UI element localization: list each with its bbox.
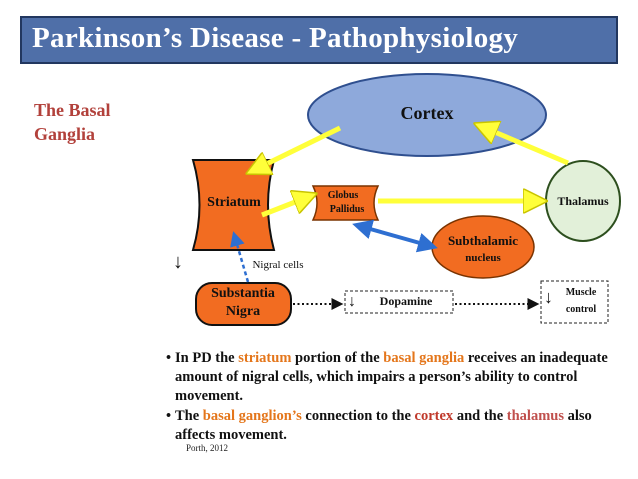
muscle-label-1: Muscle xyxy=(565,287,597,298)
thalamus-label: Thalamus xyxy=(557,194,609,208)
nigral-cells-label: Nigral cells xyxy=(252,259,304,271)
bullet-item: •In PD the striatum portion of the basal… xyxy=(166,350,608,404)
decrease-arrow-icon: ↓ xyxy=(544,287,553,307)
bullet-list: •In PD the striatum portion of the basal… xyxy=(166,349,626,446)
decrease-arrow-icon: ↓ xyxy=(173,251,183,273)
slide-title: Parkinson’s Disease - Pathophysiology xyxy=(32,22,519,54)
substantia-nigra-node xyxy=(195,282,292,326)
globus-label-2: Pallidus xyxy=(329,204,365,215)
nigra-to-striatum-arrow xyxy=(230,231,250,283)
globus-subthalamic-arrow xyxy=(352,219,438,253)
muscle-control-box xyxy=(540,280,609,324)
decrease-arrow-icon: ↓ xyxy=(348,293,356,310)
substantia-label-2: Nigra xyxy=(225,304,261,319)
subthalamic-label-1: Subthalamic xyxy=(447,233,519,248)
cortex-label: Cortex xyxy=(400,103,454,123)
striatum-label: Striatum xyxy=(207,195,261,210)
globus-label-1: Globus xyxy=(327,190,359,201)
section-label: The Basal Ganglia xyxy=(34,100,111,144)
title-bar: Parkinson’s Disease - Pathophysiology xyxy=(20,16,618,64)
bullet-dot: • xyxy=(166,408,172,424)
substantia-label-1: Substantia xyxy=(211,286,275,301)
dopamine-label: Dopamine xyxy=(379,294,433,308)
bullet-dot: • xyxy=(166,350,172,366)
cortex-to-striatum-arrow xyxy=(250,125,342,172)
bullet-item: •The basal ganglion’s connection to the … xyxy=(166,408,592,443)
muscle-label-2: control xyxy=(565,304,597,315)
striatum-node xyxy=(191,159,276,251)
striatum-to-globus-arrow xyxy=(261,195,313,218)
dopamine-box xyxy=(344,290,454,314)
citation: Porth, 2012 xyxy=(186,443,229,453)
subthalamic-label-2: nucleus xyxy=(465,252,501,264)
thalamus-to-cortex-arrow xyxy=(478,125,569,166)
